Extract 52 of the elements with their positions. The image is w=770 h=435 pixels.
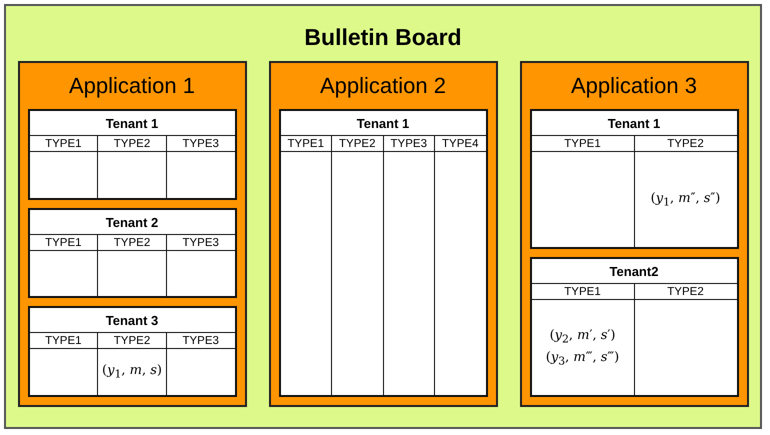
column-header: TYPE3	[166, 136, 235, 152]
column-header: TYPE4	[435, 136, 486, 152]
table-column	[166, 136, 235, 198]
column-header: TYPE2	[634, 136, 736, 152]
column-header: TYPE3	[384, 136, 434, 152]
table-column	[382, 136, 434, 395]
column-header: TYPE2	[98, 333, 166, 350]
tuple-entry: (y$_{1}$, m, s)	[102, 363, 162, 381]
tuple-entry: (y$_{2}$, m′, s′)	[550, 328, 616, 346]
application-title: Application 1	[69, 73, 195, 99]
tenant-title: Tenant 1	[532, 111, 736, 136]
application-panel	[268, 61, 498, 407]
tenant-title: Tenant2	[532, 259, 736, 284]
column-header: TYPE1	[280, 136, 331, 152]
column-header: TYPE1	[30, 234, 98, 251]
column-header: TYPE3	[166, 234, 235, 251]
tenant-table	[28, 109, 236, 200]
table-column	[634, 136, 736, 247]
tuple-entry: (y$_{1}$, m″, s″)	[650, 190, 720, 208]
application-panel	[18, 61, 246, 407]
column-header: TYPE1	[532, 136, 634, 152]
column-header: TYPE2	[98, 234, 166, 251]
tuple-entry: (y$_{3}$, m‴, s‴)	[546, 350, 620, 368]
column-header: TYPE2	[332, 136, 382, 152]
column-header: TYPE3	[166, 333, 235, 350]
tenant-title: Tenant 2	[30, 210, 234, 235]
column-header: TYPE1	[532, 284, 634, 300]
tenant-title: Tenant 3	[30, 308, 234, 334]
table-column	[634, 284, 736, 395]
tenant-table	[28, 306, 236, 398]
tenant-title: Tenant 1	[30, 111, 234, 136]
tenant-table	[28, 208, 236, 298]
table-column	[97, 234, 166, 296]
table-column	[97, 333, 166, 396]
table-column	[434, 136, 486, 395]
column-header: TYPE2	[98, 136, 166, 152]
board-title: Bulletin Board	[304, 24, 462, 51]
tenant-table	[530, 109, 738, 249]
column-header: TYPE1	[30, 136, 98, 152]
column-header: TYPE1	[30, 333, 98, 350]
tenant-table	[278, 109, 488, 397]
table-column	[166, 234, 235, 296]
table-column	[97, 136, 166, 198]
board-panel	[4, 4, 762, 429]
application-panel	[520, 61, 748, 407]
column-header: TYPE2	[634, 284, 736, 300]
table-column	[331, 136, 382, 395]
tenant-table	[530, 257, 738, 397]
tenant-title: Tenant 1	[280, 111, 486, 136]
application-title: Application 2	[320, 73, 446, 99]
table-column	[166, 333, 235, 396]
application-title: Application 3	[571, 73, 697, 99]
